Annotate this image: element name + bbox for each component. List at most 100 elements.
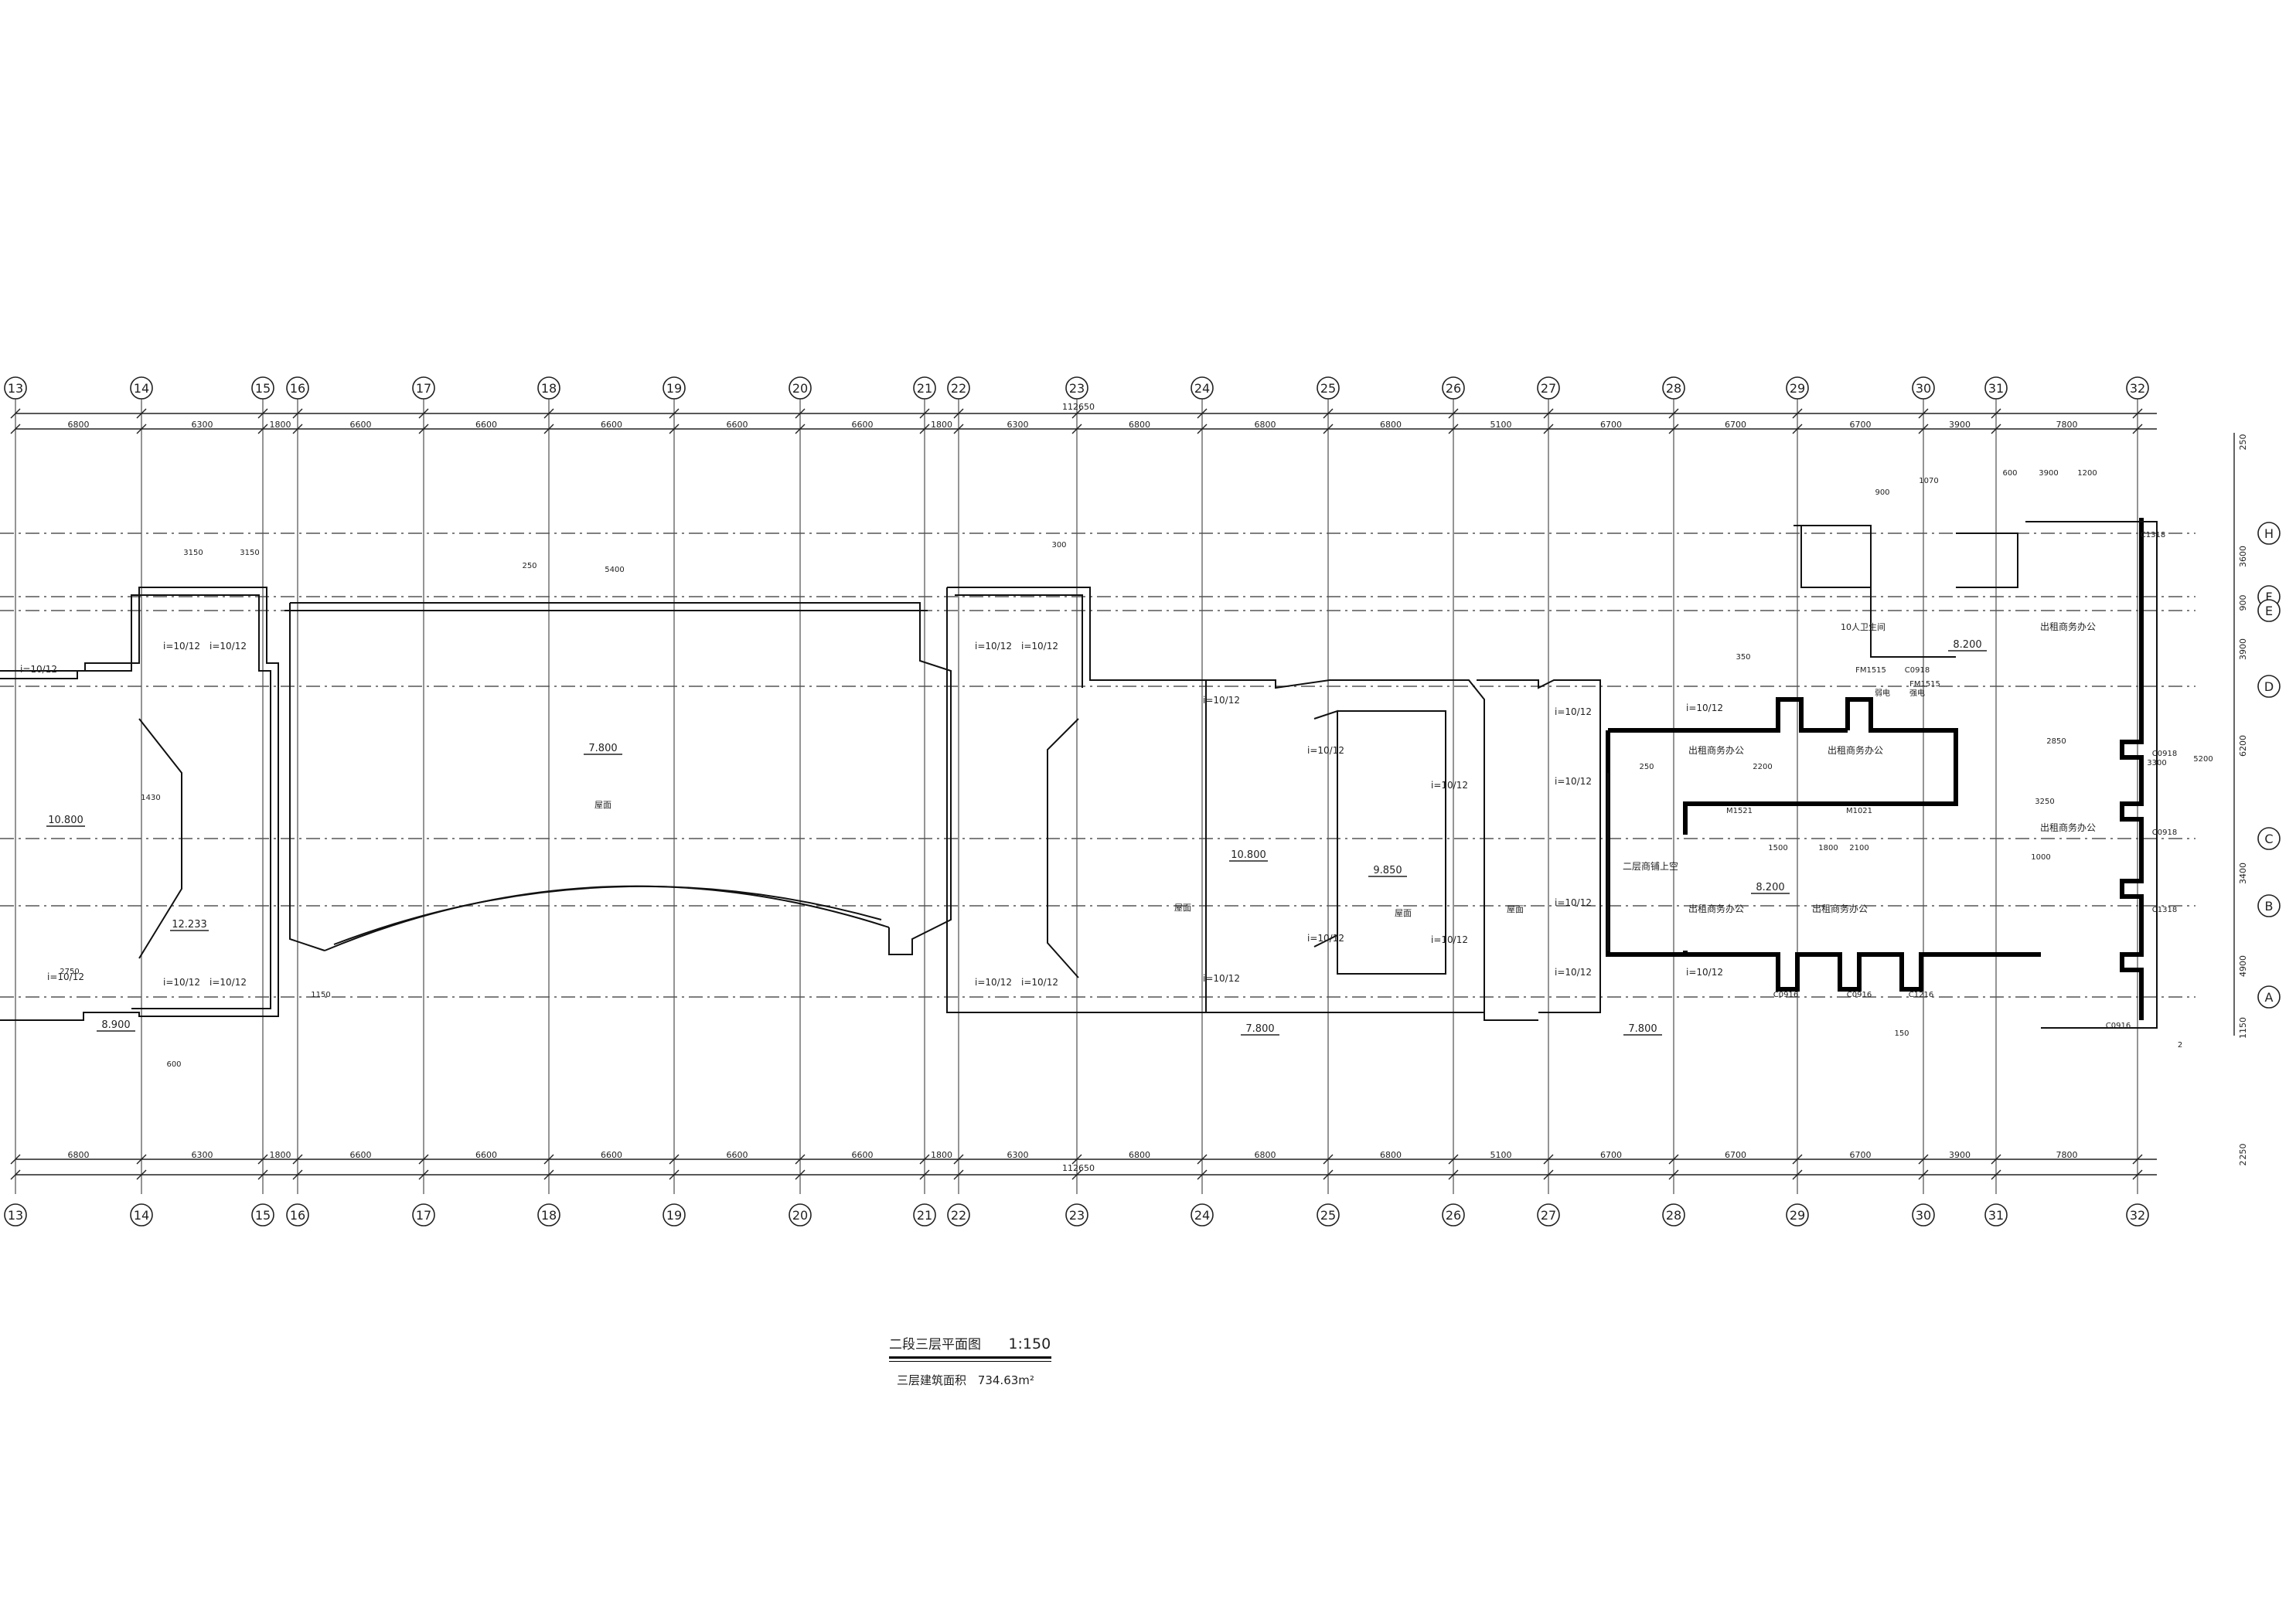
axis-label-17: 17: [416, 1208, 431, 1223]
dimension-bottom: 6700: [1850, 1150, 1872, 1160]
dimension-top: 7800: [2056, 420, 2078, 430]
axis-bubble-23: [1065, 1203, 1088, 1227]
axis-label-27: 27: [1541, 1208, 1556, 1223]
title-block: 二段三层平面图 1:150 三层建筑面积 734.63m²: [889, 1333, 1090, 1407]
axis-bubble-13: [4, 376, 27, 400]
slope-label: i=10/12: [47, 971, 84, 982]
door-window-label: C0916: [1847, 991, 1872, 999]
axis-label-E: E: [2265, 604, 2273, 618]
dimension-text: 250: [1639, 763, 1654, 771]
dimension-text: 1070: [1919, 477, 1938, 485]
dimension-tick: [136, 424, 147, 434]
slope-label: i=10/12: [1431, 780, 1468, 791]
dimension-text: 1000: [2031, 853, 2050, 862]
axis-bubble-27: [1537, 1203, 1560, 1227]
dimension-tick: [2132, 1169, 2143, 1180]
dimension-tick: [136, 408, 147, 419]
dimension-tick: [418, 424, 429, 434]
dimension-tick: [1668, 424, 1679, 434]
axis-bubble-D: [2257, 675, 2281, 698]
door-window-label: C0916: [1773, 991, 1798, 999]
area-label: 三层建筑面积: [897, 1373, 967, 1387]
slope-label: i=10/12: [1021, 641, 1058, 652]
dimension-tick: [1668, 408, 1679, 419]
dimension-right: 250: [2238, 434, 2248, 451]
axis-label-21: 21: [917, 381, 932, 396]
plan-labels: 屋面屋面屋面屋面出租商务办公出租商务办公出租商务办公出租商务办公出租商务办公出租…: [20, 469, 2213, 1069]
axis-bubble-16: [286, 376, 309, 400]
axis-label-13: 13: [8, 381, 23, 396]
slope-label: i=10/12: [1431, 934, 1468, 945]
dimension-bottom: 7800: [2056, 1150, 2078, 1160]
axis-bubble-E: [2257, 599, 2281, 622]
building-outline: [0, 518, 2158, 1029]
dimension-right: 2: [2238, 1161, 2248, 1166]
dimension-tick: [10, 1154, 21, 1165]
dimension-bottom: 6700: [1725, 1150, 1746, 1160]
axis-label-31: 31: [1988, 381, 2004, 396]
dimension-tick: [543, 1154, 554, 1165]
axis-bubble-14: [130, 376, 153, 400]
dimension-bottom: 6600: [601, 1150, 622, 1160]
axis-label-25: 25: [1320, 381, 1336, 396]
dimension-tick: [1991, 1169, 2001, 1180]
dimension-tick: [2132, 424, 2143, 434]
dimension-tick: [669, 1169, 680, 1180]
dimension-top: 5100: [1490, 420, 1512, 430]
dimension-right: 900: [2238, 595, 2248, 611]
dimension-text: 3900: [2039, 469, 2058, 478]
slope-label: i=10/12: [1555, 967, 1592, 978]
axis-bubble-28: [1662, 376, 1685, 400]
room-label-office: 出租商务办公: [1812, 903, 1868, 914]
axis-bubble-17: [412, 1203, 435, 1227]
dimension-tick: [1197, 424, 1208, 434]
dimension-tick: [1543, 1169, 1554, 1180]
dimension-tick: [1792, 1154, 1803, 1165]
dimension-tick: [1792, 1169, 1803, 1180]
dimension-top: 6300: [192, 420, 213, 430]
dimension-top: 6600: [601, 420, 622, 430]
room-label-toilet: 10人卫生间: [1841, 621, 1886, 632]
dimension-tick: [953, 1154, 964, 1165]
axis-bubble-30: [1912, 1203, 1935, 1227]
dimension-tick: [795, 1169, 806, 1180]
dimension-tick: [10, 424, 21, 434]
dimension-text: 1150: [311, 991, 330, 999]
dimension-top: 6600: [350, 420, 372, 430]
axis-bubble-18: [537, 1203, 560, 1227]
axis-label-27: 27: [1541, 381, 1556, 396]
dimension-top: 6600: [475, 420, 497, 430]
axis-label-D: D: [2264, 679, 2274, 694]
axis-label-14: 14: [134, 1208, 149, 1223]
dimension-tick: [1668, 1169, 1679, 1180]
dimension-bottom: 3900: [1949, 1150, 1971, 1160]
total-dimension-top: 112650: [1062, 402, 1095, 412]
dimension-top: 6800: [1380, 420, 1402, 430]
door-window-label: C0916: [2106, 1022, 2131, 1030]
dimension-right: 250: [2238, 1144, 2248, 1160]
dimension-right: 1150: [2238, 1017, 2248, 1039]
dimension-tick: [257, 408, 268, 419]
dimension-bottom: 6700: [1600, 1150, 1622, 1160]
axis-bubble-B: [2257, 894, 2281, 917]
axis-label-31: 31: [1988, 1208, 2004, 1223]
dimension-top: 6600: [727, 420, 748, 430]
dimension-tick: [1918, 424, 1929, 434]
room-label-office: 出租商务办公: [1688, 903, 1744, 914]
dimension-tick: [1448, 424, 1459, 434]
axis-label-29: 29: [1790, 1208, 1805, 1223]
axis-label-32: 32: [2130, 381, 2145, 396]
elevation-mark: 7.800: [1245, 1023, 1274, 1035]
dimension-tick: [1323, 408, 1334, 419]
dimension-top: 6800: [1129, 420, 1150, 430]
room-label-void: 二层商铺上空: [1623, 860, 1678, 872]
elevation-mark: 10.800: [48, 815, 83, 826]
dimension-top: 6300: [1007, 420, 1029, 430]
axis-label-16: 16: [290, 381, 305, 396]
dimension-tick: [953, 1169, 964, 1180]
dimension-tick: [953, 424, 964, 434]
axis-label-13: 13: [8, 1208, 23, 1223]
axis-bubble-H: [2257, 522, 2281, 545]
dimension-bottom: 6600: [475, 1150, 497, 1160]
dimension-text: 1500: [1768, 844, 1787, 852]
